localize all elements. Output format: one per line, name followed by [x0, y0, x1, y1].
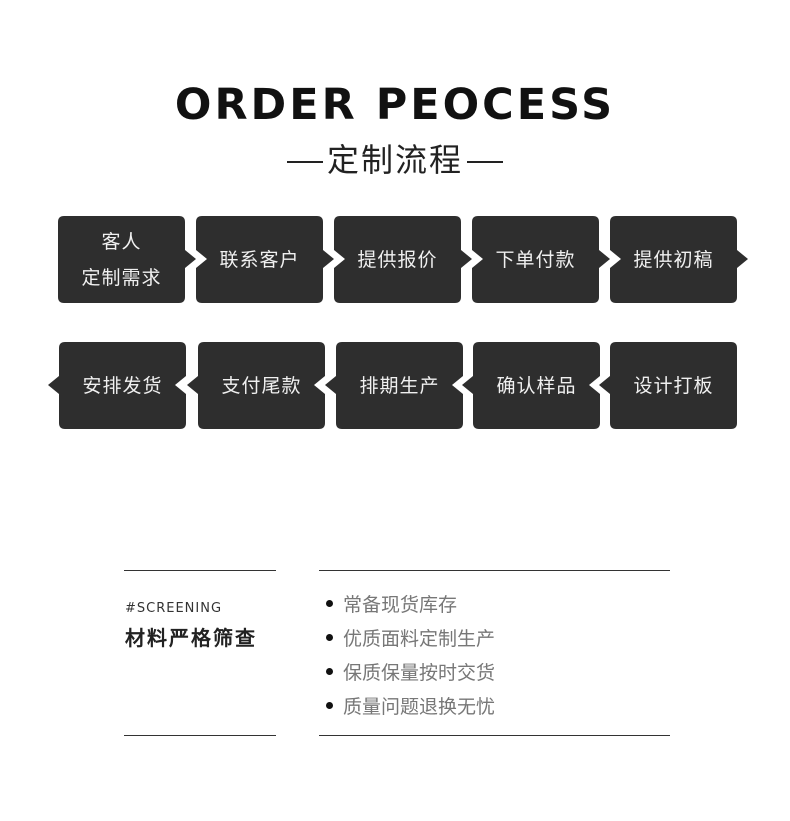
process-step-6: 设计打板: [599, 342, 737, 429]
bullet-icon: [326, 600, 333, 607]
list-item-text: 质量问题退换无忧: [343, 696, 496, 718]
process-step-10: 安排发货: [48, 342, 186, 429]
arrow-left-box: [187, 342, 325, 429]
process-step-1: 客人定制需求: [58, 216, 196, 303]
subtitle-text: 定制流程: [326, 141, 463, 179]
list-item-text: 保质保量按时交货: [343, 662, 496, 684]
step-label: 确认样品: [496, 374, 577, 397]
arrow-left-box: [599, 342, 737, 429]
step-label: 设计打板: [633, 374, 714, 397]
divider-left-bottom: [124, 735, 276, 736]
step-label: 下单付款: [495, 248, 576, 271]
page-title: ORDER PEOCESS: [174, 80, 616, 130]
dash-right: [467, 161, 503, 163]
page-subtitle: 定制流程: [0, 138, 790, 182]
step-label-line2: 定制需求: [81, 266, 162, 289]
arrow-right-box: [334, 216, 472, 303]
step-label: 提供初稿: [633, 248, 714, 271]
step-label: 提供报价: [357, 248, 438, 271]
section-heading: 材料严格筛查: [125, 626, 257, 650]
step-label: 支付尾款: [221, 374, 302, 397]
step-label: 排期生产: [359, 374, 440, 397]
process-step-5: 提供初稿: [610, 216, 748, 303]
step-label: 联系客户: [219, 248, 300, 271]
arrow-right-box: [472, 216, 610, 303]
list-item-text: 优质面料定制生产: [343, 628, 496, 650]
process-step-7: 确认样品: [462, 342, 600, 429]
arrow-right-box: [196, 216, 334, 303]
process-step-3: 提供报价: [334, 216, 472, 303]
process-step-8: 排期生产: [325, 342, 463, 429]
bullet-icon: [326, 702, 333, 709]
arrow-right-box: [610, 216, 748, 303]
list-item: 常备现货库存: [322, 588, 495, 622]
divider-right-top: [319, 570, 670, 571]
section-tag: #SCREENING: [125, 601, 223, 616]
bullet-icon: [326, 668, 333, 675]
arrow-right-box: [58, 216, 196, 303]
divider-left-top: [124, 570, 276, 571]
step-label: 客人: [101, 230, 142, 253]
list-item: 保质保量按时交货: [322, 656, 495, 690]
list-item: 优质面料定制生产: [322, 622, 495, 656]
step-label: 安排发货: [82, 374, 163, 397]
process-step-2: 联系客户: [196, 216, 334, 303]
dash-left: [286, 161, 323, 163]
arrow-left-box: [48, 342, 186, 429]
bullet-icon: [326, 634, 333, 641]
feature-list: 常备现货库存 优质面料定制生产 保质保量按时交货 质量问题退换无忧: [322, 588, 495, 724]
process-step-4: 下单付款: [472, 216, 610, 303]
process-step-9: 支付尾款: [187, 342, 325, 429]
arrow-left-box: [325, 342, 463, 429]
list-item: 质量问题退换无忧: [322, 690, 495, 724]
list-item-text: 常备现货库存: [343, 594, 458, 616]
divider-right-bottom: [319, 735, 670, 736]
arrow-left-box: [462, 342, 600, 429]
